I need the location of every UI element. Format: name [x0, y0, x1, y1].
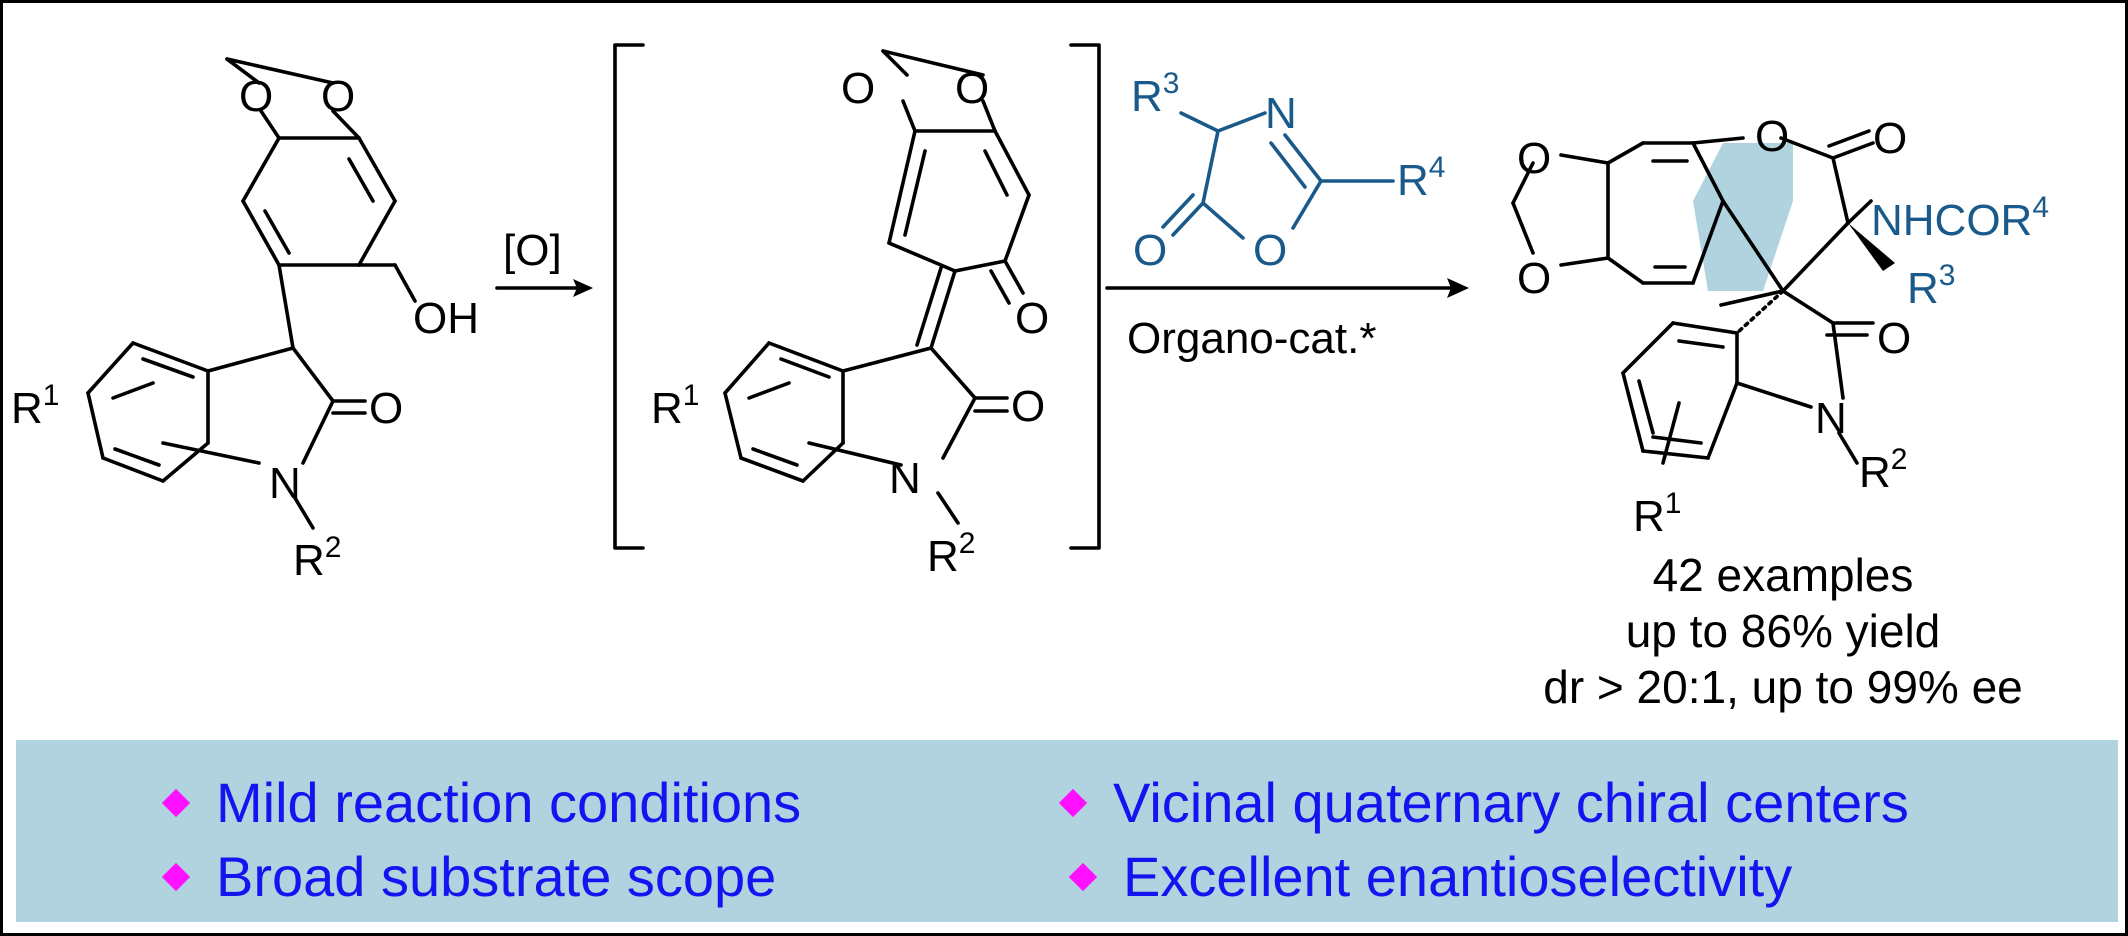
feature-text: Vicinal quaternary chiral centers [1113, 771, 1909, 834]
result-examples: 42 examples [1653, 549, 1914, 601]
hydroxyl-label: OH [413, 294, 479, 343]
new-ring-highlight [1693, 143, 1793, 291]
result-yield: up to 86% yield [1626, 605, 1941, 657]
atom-o: O [1873, 114, 1907, 163]
atom-o: O [321, 72, 355, 121]
reaction-scheme: O O OH O N R1 R2 [O] [11, 43, 2049, 713]
azlactone-reagent: R3 N O O R4 [1131, 67, 1445, 275]
feature-item: Excellent enantioselectivity [1068, 844, 1793, 909]
r1-group: R1 [11, 379, 59, 433]
feature-item: Broad substrate scope [161, 844, 777, 909]
r2-group: R2 [293, 531, 341, 585]
atom-o: O [1133, 226, 1167, 275]
r2-group: R2 [927, 527, 975, 581]
atom-n: N [1815, 394, 1847, 443]
diamond-bullet-icon [161, 788, 191, 817]
diamond-bullet-icon [1058, 788, 1088, 817]
atom-o: O [369, 384, 403, 433]
catalyst-label: Organo-cat.* [1127, 314, 1376, 363]
catalysis-arrow: Organo-cat.* [1105, 278, 1469, 363]
feature-text: Mild reaction conditions [216, 771, 802, 834]
r3-group: R3 [1907, 259, 1955, 313]
atom-o: O [1517, 254, 1551, 303]
features-panel: Mild reaction conditions Broad substrate… [16, 740, 2118, 922]
r1-group: R1 [1633, 487, 1681, 541]
atom-o: O [1517, 134, 1551, 183]
atom-n: N [889, 454, 921, 503]
r2-group: R2 [1859, 443, 1907, 497]
oxidation-arrow: [O] [495, 226, 593, 297]
nhcor4-group: NHCOR4 [1871, 191, 2049, 245]
feature-item: Vicinal quaternary chiral centers [1058, 770, 1909, 835]
r1-group: R1 [651, 379, 699, 433]
result-selectivity: dr > 20:1, up to 99% ee [1543, 661, 2023, 713]
atom-o: O [955, 64, 989, 113]
atom-o: O [841, 64, 875, 113]
r4-group: R4 [1397, 151, 1445, 205]
atom-o: O [239, 72, 273, 121]
spirooxindole-product: O O O O O N NHCOR4 R3 R1 R2 42 examples … [1511, 112, 2049, 713]
diamond-bullet-icon [161, 862, 191, 891]
atom-o: O [1755, 112, 1789, 161]
r3-group: R3 [1131, 67, 1179, 121]
oxidant-label: [O] [503, 226, 562, 275]
quinone-methide-intermediate: O O O O N R1 R2 [613, 43, 1101, 581]
atom-n: N [1265, 89, 1297, 138]
atom-o: O [1015, 294, 1049, 343]
atom-n: N [269, 459, 301, 508]
atom-o: O [1877, 314, 1911, 363]
starting-material: O O OH O N R1 R2 [11, 57, 479, 585]
atom-o: O [1253, 226, 1287, 275]
atom-o: O [1011, 382, 1045, 431]
feature-text: Excellent enantioselectivity [1123, 845, 1793, 908]
feature-text: Broad substrate scope [216, 845, 777, 908]
feature-item: Mild reaction conditions [161, 770, 802, 835]
diamond-bullet-icon [1068, 862, 1098, 891]
